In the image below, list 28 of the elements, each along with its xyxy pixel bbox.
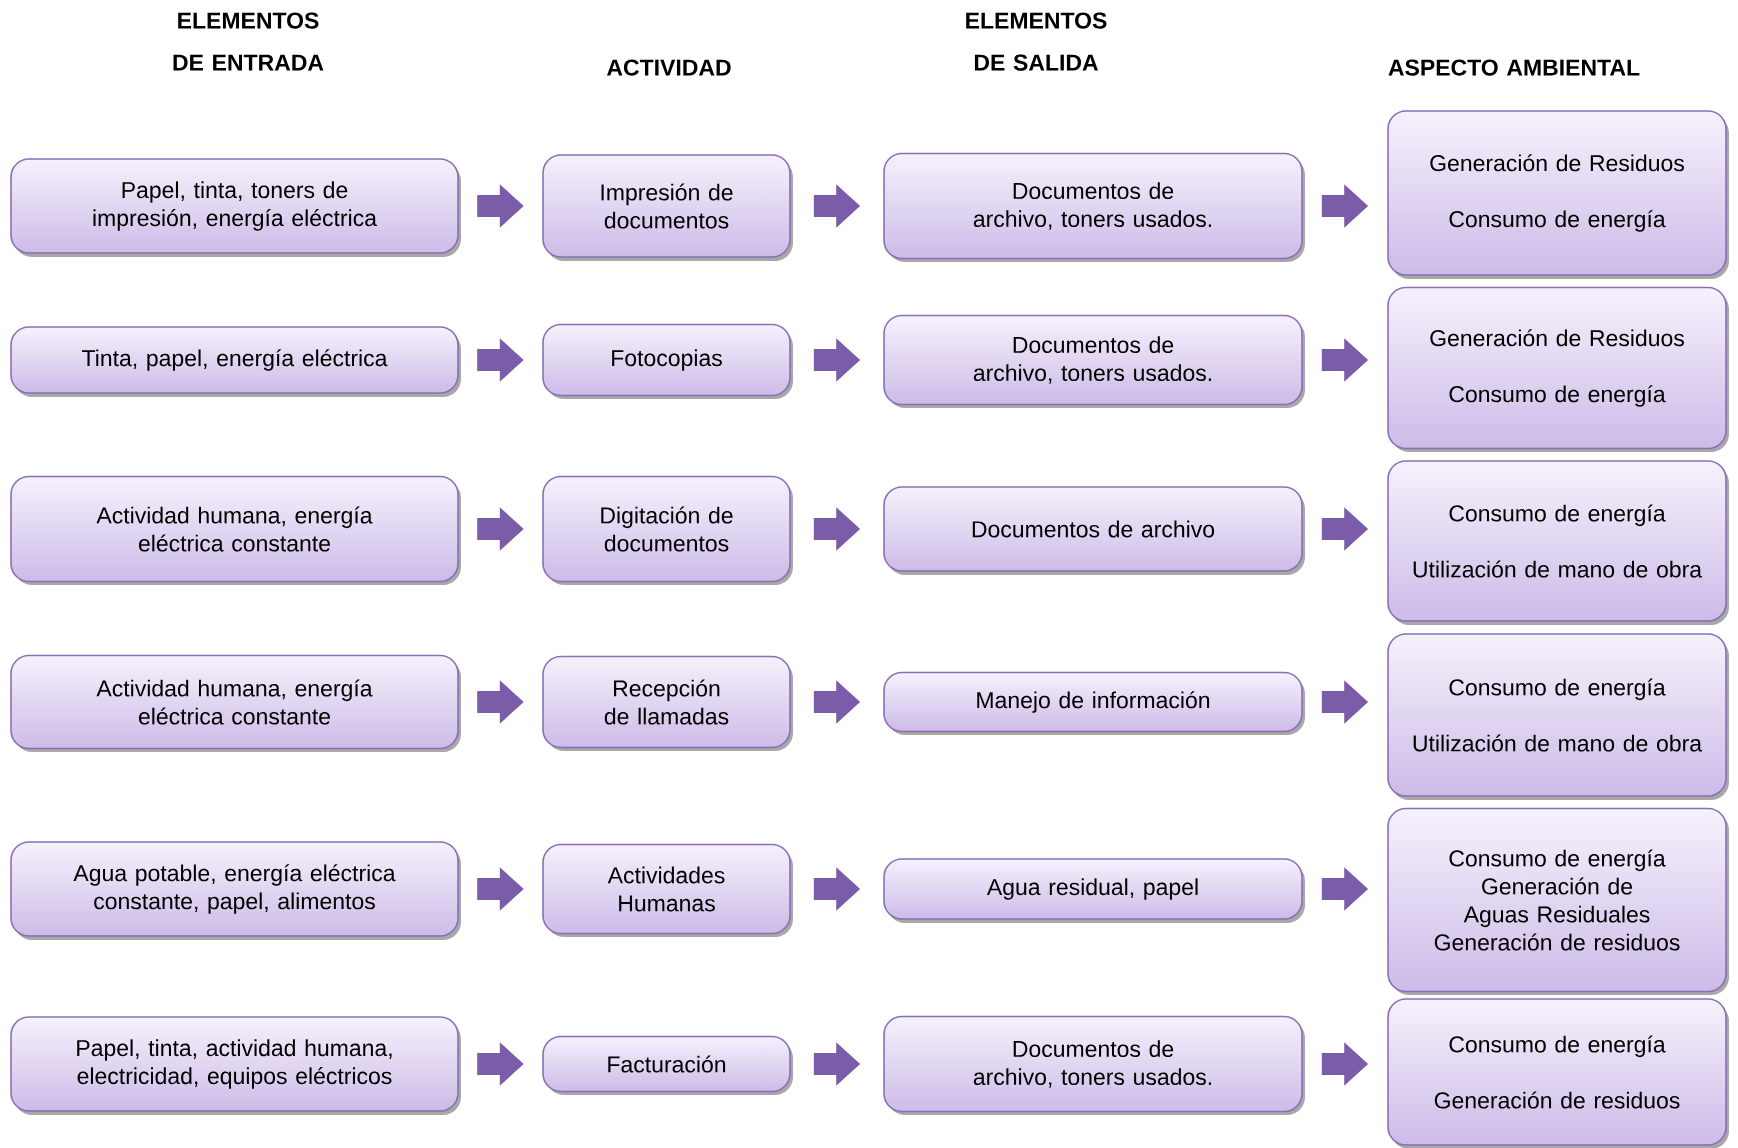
process-box: Documentos de archivo, toners usados. xyxy=(883,152,1305,262)
process-box: Generación de Residuos Consumo de energía xyxy=(1387,110,1729,279)
process-box: Consumo de energía Generación de Aguas Residuales Generación de residuos xyxy=(1387,807,1729,995)
process-box: Consumo de energía Generación de residuos xyxy=(1387,998,1729,1148)
process-box: Digitación de documentos xyxy=(542,475,793,585)
column-heading: ELEMENTOS DE SALIDA xyxy=(966,12,1107,71)
process-box: Tinta, papel, energía eléctrica xyxy=(10,326,461,397)
process-box: Agua potable, energía eléctrica constante, papel, alimentos xyxy=(10,841,461,940)
process-box: Manejo de información xyxy=(883,671,1305,735)
process-box: Documentos de archivo xyxy=(883,486,1305,575)
column-heading: ELEMENTOS DE ENTRADA xyxy=(173,12,324,71)
process-box: Papel, tinta, actividad humana, electricidad, equipos eléctricos xyxy=(10,1016,461,1115)
column-heading: ASPECTO AMBIENTAL xyxy=(1388,59,1640,76)
process-box: Actividad humana, energía eléctrica constante xyxy=(10,475,461,585)
process-box: Consumo de energía Utilización de mano de obra xyxy=(1387,460,1729,625)
process-box: Papel, tinta, toners de impresión, energía eléctrica xyxy=(10,158,461,257)
column-heading: ACTIVIDAD xyxy=(606,59,731,76)
process-box: Documentos de archivo, toners usados. xyxy=(883,314,1305,408)
process-box: Generación de Residuos Consumo de energía xyxy=(1387,286,1729,452)
process-box: Recepción de llamadas xyxy=(542,655,793,751)
process-box: Fotocopias xyxy=(542,323,793,399)
process-box: Consumo de energía Utilización de mano de obra xyxy=(1387,633,1729,800)
process-box: Agua residual, papel xyxy=(883,858,1305,923)
process-box: Actividades Humanas xyxy=(542,843,793,937)
process-box: Facturación xyxy=(542,1035,793,1095)
process-box: Impresión de documentos xyxy=(542,154,793,261)
process-box: Documentos de archivo, toners usados. xyxy=(883,1015,1305,1115)
process-box: Actividad humana, energía eléctrica constante xyxy=(10,654,461,752)
